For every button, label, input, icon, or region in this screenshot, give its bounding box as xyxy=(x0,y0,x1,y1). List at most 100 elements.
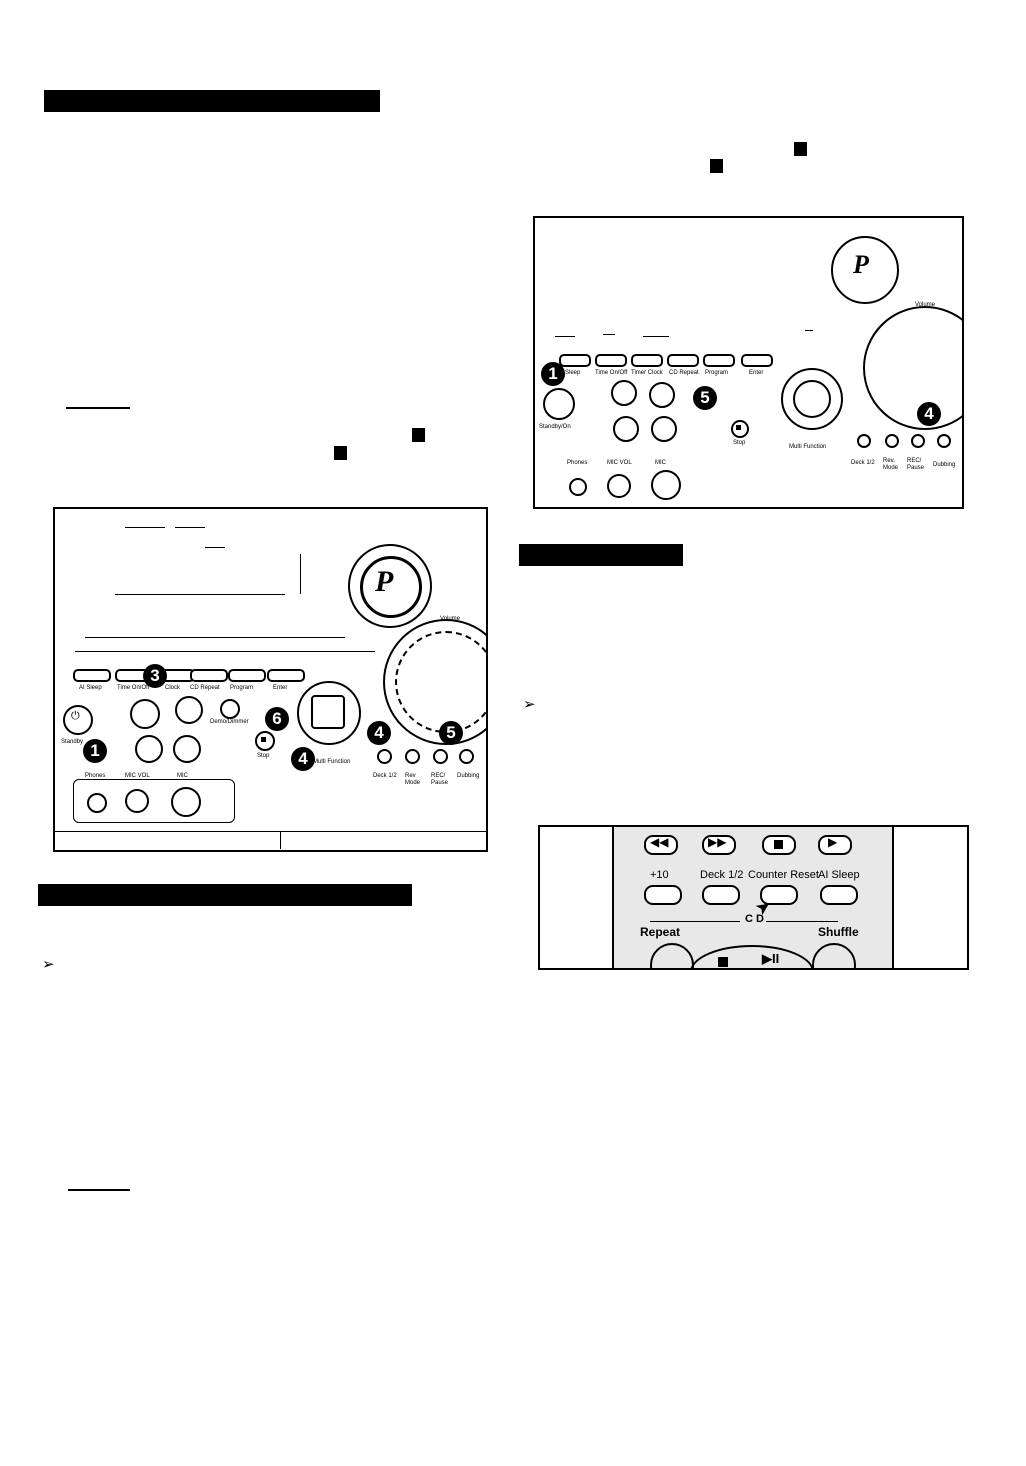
step-underline-1 xyxy=(66,407,130,409)
demo-dimmer-button[interactable] xyxy=(220,699,240,719)
program-button[interactable] xyxy=(228,669,266,682)
fast-forward-icon: ▶▶ xyxy=(708,835,727,849)
rewind-icon: ◀◀ xyxy=(650,835,669,849)
rec-pause-label: REC/ Pause xyxy=(431,773,449,786)
stop-square-icon xyxy=(710,159,723,173)
mic-vol-label: MIC VOL xyxy=(125,773,150,779)
dubbing-label: Dubbing xyxy=(933,462,956,468)
phones-label: Phones xyxy=(85,773,106,779)
rec-pause-button[interactable] xyxy=(911,434,925,448)
arrow-right-icon: ➢ xyxy=(523,696,536,713)
timer-onoff-button[interactable] xyxy=(595,354,627,367)
phones-jack[interactable] xyxy=(569,478,587,496)
step-badge-4-right: 4 xyxy=(367,721,391,745)
stop-square-icon xyxy=(794,142,807,156)
timer-clock-label: Timer Clock xyxy=(631,370,663,376)
rev-mode-button[interactable] xyxy=(885,434,899,448)
dubbing-button[interactable] xyxy=(937,434,951,448)
aux-button[interactable] xyxy=(651,416,677,442)
ai-sleep-label: AI Sleep xyxy=(818,869,860,881)
play-icon: ▶ xyxy=(828,835,838,849)
phones-jack[interactable] xyxy=(87,793,107,813)
phones-label: Phones xyxy=(567,460,588,466)
mic-vol-knob[interactable] xyxy=(607,474,631,498)
program-label: Program xyxy=(230,685,254,691)
mic-vol-label: MIC VOL xyxy=(607,460,632,466)
deck-button[interactable] xyxy=(702,885,740,905)
jack-bay xyxy=(73,779,235,823)
ai-sleep-button[interactable] xyxy=(820,885,858,905)
step-badge-1: 1 xyxy=(83,739,107,763)
rev-mode-button[interactable] xyxy=(405,749,420,764)
rewind-button[interactable] xyxy=(644,835,678,855)
stop-label: Stop xyxy=(257,753,270,759)
program-button[interactable] xyxy=(703,354,735,367)
deck-label: Deck 1/2 xyxy=(700,869,744,881)
dubbing-button[interactable] xyxy=(459,749,474,764)
stop-square-icon xyxy=(736,425,741,430)
deck-button[interactable] xyxy=(377,749,392,764)
mic-jack[interactable] xyxy=(651,470,681,500)
counter-reset-button[interactable] xyxy=(760,885,798,905)
timer-clock-button[interactable] xyxy=(631,354,663,367)
cd-button[interactable] xyxy=(649,382,675,408)
section-header-bar-2 xyxy=(38,884,412,906)
step-badge-6: 6 xyxy=(265,707,289,731)
stop-square-icon xyxy=(261,737,266,742)
volume-knob[interactable] xyxy=(863,306,962,430)
program-label: Program xyxy=(705,370,729,376)
rec-pause-label: REC/ Pause xyxy=(907,458,925,471)
ai-sleep-label: AI Sleep xyxy=(79,685,102,691)
mic-label: MIC xyxy=(655,460,666,466)
volume-label: Volume xyxy=(915,302,936,308)
enter-label: Enter xyxy=(273,685,288,691)
cd-repeat-label: CD Repeat xyxy=(669,370,699,376)
step-underline-2 xyxy=(68,1189,130,1191)
standby-on-label: Standby/On xyxy=(539,424,571,430)
stop-square-icon xyxy=(774,840,783,849)
mic-vol-knob[interactable] xyxy=(125,789,149,813)
stop-square-icon xyxy=(412,428,425,442)
cd-repeat-button[interactable] xyxy=(667,354,699,367)
sleep-label: Sleep xyxy=(565,370,581,376)
remote-panel: ◀◀ ▶▶ ▶ +10 Deck 1/2 Counter Reset AI Sl… xyxy=(538,825,969,970)
counter-reset-label: Counter Reset xyxy=(748,869,819,881)
standby-label: Standby xyxy=(61,739,84,745)
tuner-button[interactable] xyxy=(130,699,160,729)
demo-dimmer-label: Demo/Dimmer xyxy=(210,719,249,725)
fast-forward-button[interactable] xyxy=(702,835,736,855)
tape-button[interactable] xyxy=(135,735,163,763)
standby-button[interactable] xyxy=(63,705,93,735)
p-logo-dial xyxy=(831,236,899,304)
deck-label: Deck 1/2 xyxy=(373,773,397,779)
enter-button[interactable] xyxy=(267,669,305,682)
mic-jack[interactable] xyxy=(171,787,201,817)
volume-label: Volume xyxy=(440,616,461,622)
ai-sleep-button[interactable] xyxy=(73,669,111,682)
standby-on-button[interactable] xyxy=(543,388,575,420)
rec-pause-button[interactable] xyxy=(433,749,448,764)
sleep-button[interactable] xyxy=(559,354,591,367)
tuner-button[interactable] xyxy=(611,380,637,406)
rev-mode-label: Rev Mode xyxy=(405,773,421,786)
section-header-bar-3 xyxy=(519,544,683,566)
power-icon: ⏻ xyxy=(71,710,80,722)
mic-label: MIC xyxy=(177,773,188,779)
step-badge-4-bottom: 4 xyxy=(291,747,315,771)
aux-button[interactable] xyxy=(173,735,201,763)
enter-button[interactable] xyxy=(741,354,773,367)
cd-repeat-label: CD Repeat xyxy=(190,685,220,691)
p-logo-icon: P xyxy=(375,565,394,598)
cd-button[interactable] xyxy=(175,696,203,724)
cd-repeat-button[interactable] xyxy=(190,669,228,682)
play-button[interactable] xyxy=(818,835,852,855)
deck-button[interactable] xyxy=(857,434,871,448)
multi-function-label: Multi Function xyxy=(789,444,827,450)
plus10-button[interactable] xyxy=(644,885,682,905)
step-badge-4: 4 xyxy=(917,402,941,426)
device-panel-left: P Volume AI Sleep Time On/Off Clock CD R… xyxy=(53,507,488,852)
stop-label: Stop xyxy=(733,440,746,446)
play-pause-icon: ▶II xyxy=(762,951,780,966)
tape-button[interactable] xyxy=(613,416,639,442)
shuffle-label: Shuffle xyxy=(818,925,859,939)
